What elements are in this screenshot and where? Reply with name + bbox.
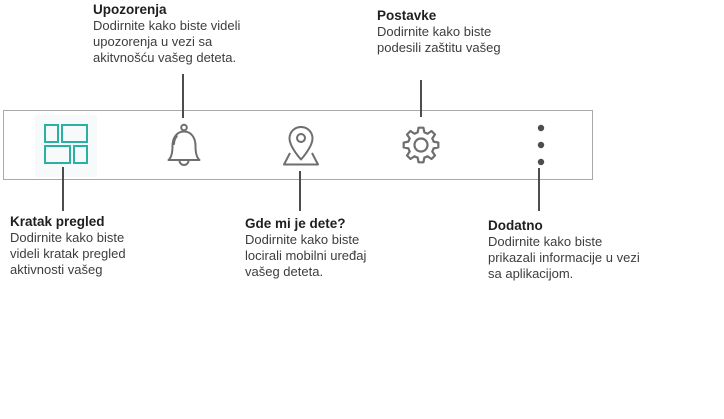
settings-button[interactable] bbox=[397, 121, 445, 169]
bell-icon bbox=[160, 121, 208, 169]
alerts-button[interactable] bbox=[160, 121, 208, 169]
callout-gde-mi-je-dete: Gde mi je dete? Dodirnite kako biste loc… bbox=[245, 216, 366, 281]
overview-button[interactable] bbox=[42, 121, 90, 169]
dashboard-icon bbox=[42, 121, 90, 169]
callout-kratak-pregled: Kratak pregled Dodirnite kako biste vide… bbox=[10, 214, 126, 279]
callout-body: Dodirnite kako biste videli kratak pregl… bbox=[10, 230, 126, 278]
callout-title: Dodatno bbox=[488, 218, 543, 233]
more-dots-icon bbox=[517, 121, 565, 169]
connector-postavke bbox=[420, 80, 422, 117]
connector-kratak-pregled bbox=[62, 167, 64, 211]
callout-body: Dodirnite kako biste podesili zaštitu va… bbox=[377, 24, 501, 56]
connector-dodatno bbox=[538, 168, 540, 211]
callout-body: Dodirnite kako biste videli upozorenja u… bbox=[93, 18, 241, 66]
callout-body: Dodirnite kako biste prikazali informaci… bbox=[488, 234, 640, 282]
locate-button[interactable] bbox=[277, 121, 325, 169]
callout-upozorenja: Upozorenja Dodirnite kako biste videli u… bbox=[93, 2, 240, 67]
connector-gde-mi-je-dete bbox=[299, 171, 301, 211]
callout-body: Dodirnite kako biste locirali mobilni ur… bbox=[245, 232, 367, 280]
callout-title: Upozorenja bbox=[93, 2, 167, 17]
callout-title: Kratak pregled bbox=[10, 214, 105, 229]
connector-upozorenja bbox=[182, 74, 184, 118]
app-toolbar bbox=[3, 110, 593, 180]
callout-title: Postavke bbox=[377, 8, 437, 23]
callout-title: Gde mi je dete? bbox=[245, 216, 346, 231]
more-button[interactable] bbox=[517, 121, 565, 169]
location-pin-icon bbox=[277, 121, 325, 169]
callout-dodatno: Dodatno Dodirnite kako biste prikazali i… bbox=[488, 218, 640, 283]
callout-postavke: Postavke Dodirnite kako biste podesili z… bbox=[377, 8, 501, 56]
gear-icon bbox=[397, 121, 445, 169]
